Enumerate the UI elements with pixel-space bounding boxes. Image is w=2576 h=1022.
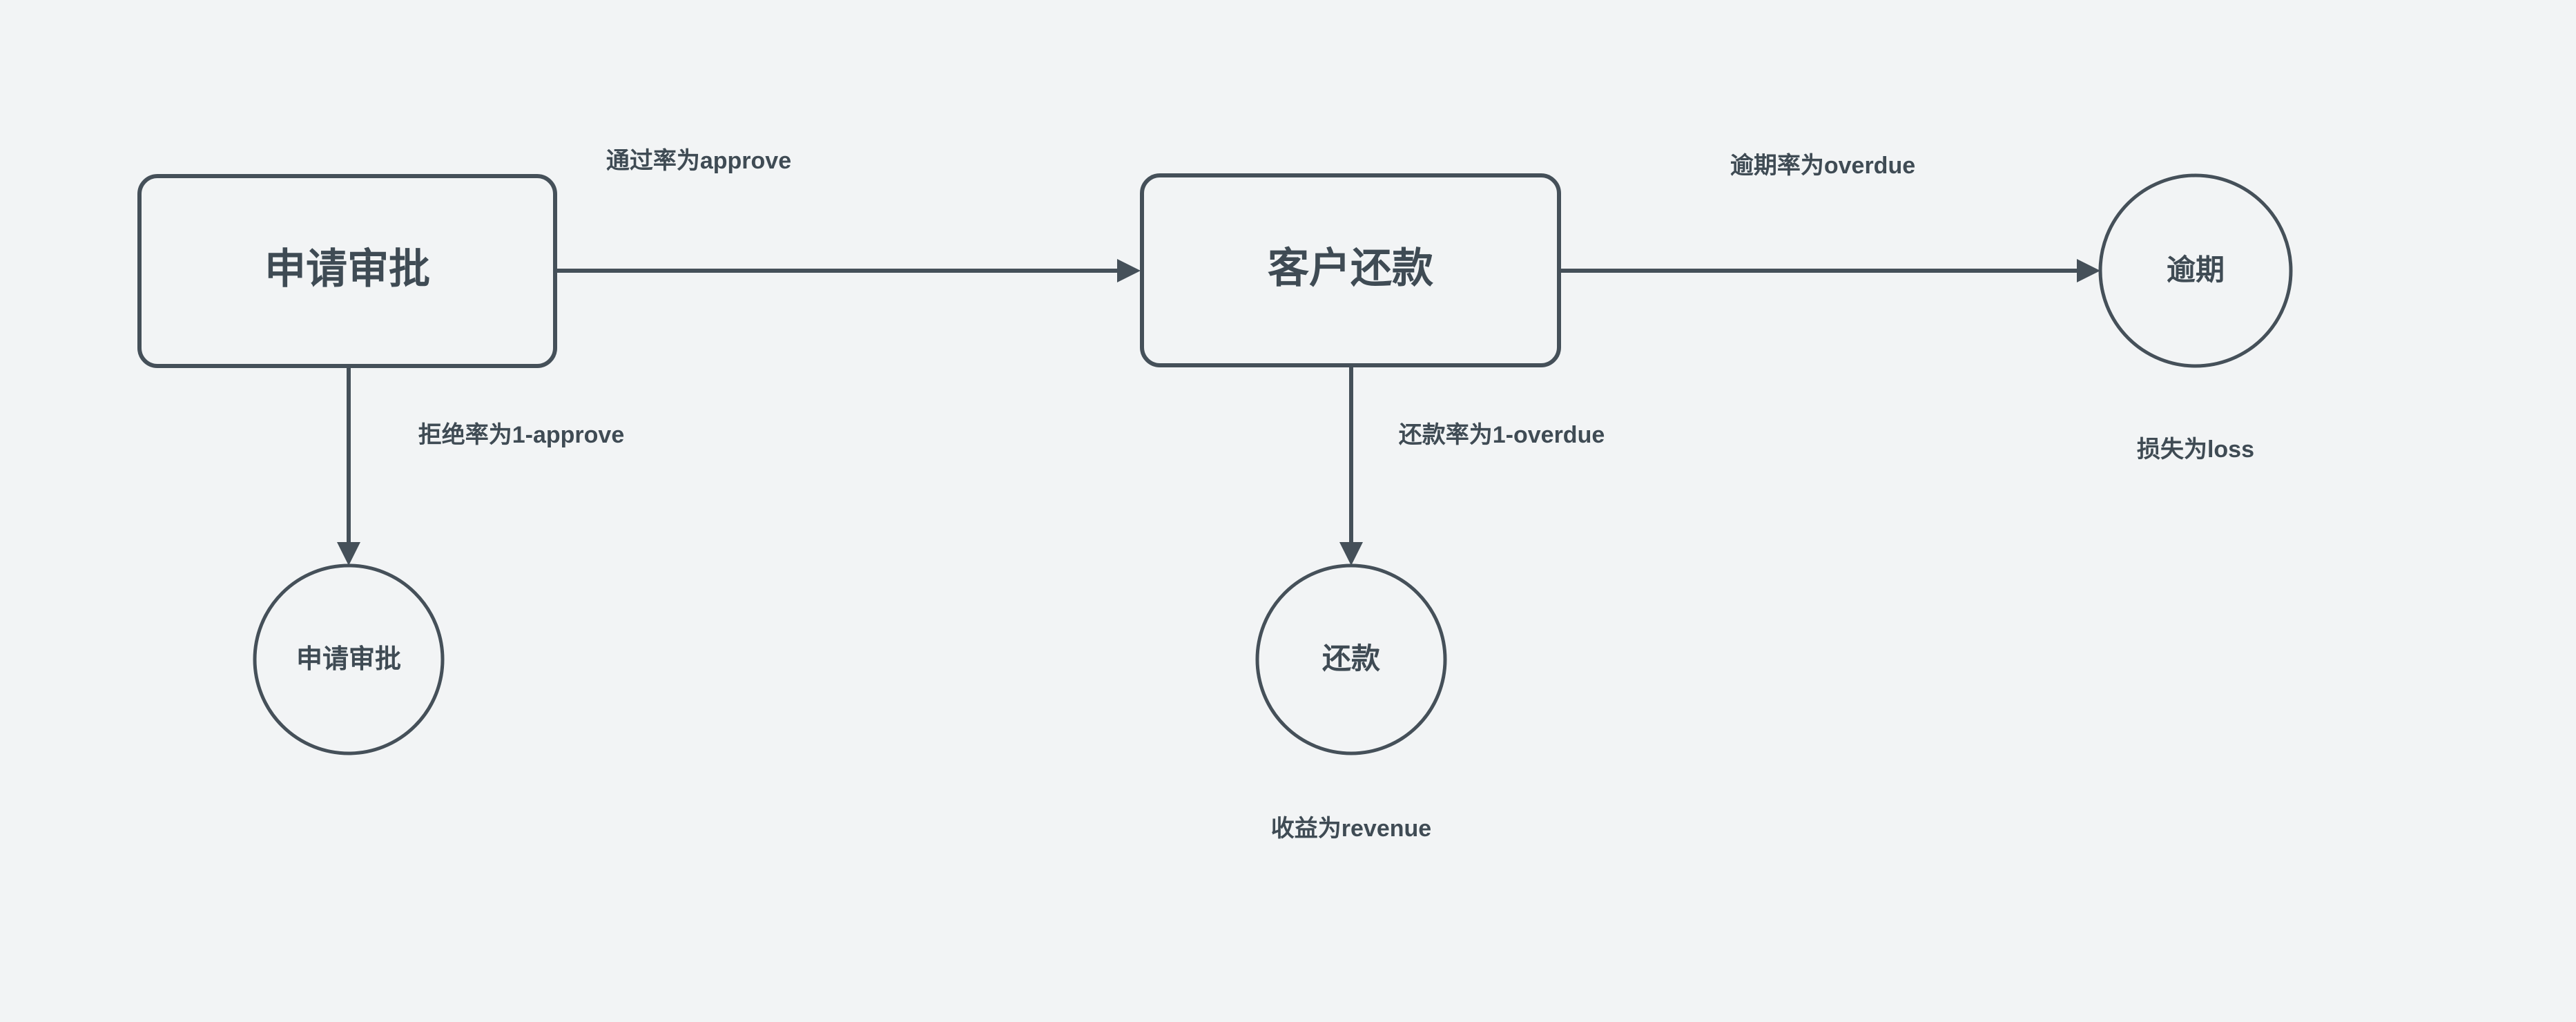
node-apply-review-box[interactable]: 申请审批 bbox=[137, 174, 557, 368]
edge-overdue[interactable]: 逾期率为overdue bbox=[1560, 153, 2100, 282]
caption-loss: 损失为loss bbox=[2137, 436, 2254, 463]
edge-reject-label: 拒绝率为1-approve bbox=[418, 421, 625, 448]
node-apply-review-box-shape bbox=[137, 174, 557, 368]
edge-overdue-arrowhead bbox=[2077, 259, 2100, 282]
node-apply-review-circle-label: 申请审批 bbox=[296, 645, 401, 674]
edge-approve-label: 通过率为approve bbox=[606, 148, 791, 174]
node-repay-circle-shape bbox=[1255, 563, 1447, 755]
node-overdue-circle-shape bbox=[2098, 173, 2293, 368]
node-overdue-circle-label: 逾期 bbox=[2167, 253, 2225, 286]
edge-repay[interactable]: 还款率为1-overdue bbox=[1339, 366, 1605, 566]
node-repay-circle-label: 还款 bbox=[1322, 642, 1380, 675]
edge-approve[interactable]: 通过率为approve bbox=[556, 148, 1141, 282]
node-overdue-circle[interactable]: 逾期 bbox=[2098, 173, 2293, 368]
caption-revenue: 收益为revenue bbox=[1271, 816, 1431, 842]
edge-approve-arrowhead bbox=[1117, 259, 1141, 282]
edge-overdue-label: 逾期率为overdue bbox=[1730, 153, 1915, 179]
node-apply-review-circle[interactable]: 申请审批 bbox=[253, 563, 445, 755]
node-customer-repay-box-label: 客户还款 bbox=[1268, 245, 1433, 291]
edge-reject[interactable]: 拒绝率为1-approve bbox=[337, 367, 624, 566]
node-customer-repay-box[interactable]: 客户还款 bbox=[1140, 173, 1561, 367]
edge-reject-arrowhead bbox=[337, 542, 360, 566]
node-apply-review-circle-shape bbox=[253, 563, 445, 755]
node-apply-review-box-label: 申请审批 bbox=[264, 246, 430, 292]
node-repay-circle[interactable]: 还款 bbox=[1255, 563, 1447, 755]
edge-repay-label: 还款率为1-overdue bbox=[1399, 422, 1605, 448]
node-customer-repay-box-shape bbox=[1140, 173, 1561, 367]
edge-repay-arrowhead bbox=[1339, 542, 1363, 566]
